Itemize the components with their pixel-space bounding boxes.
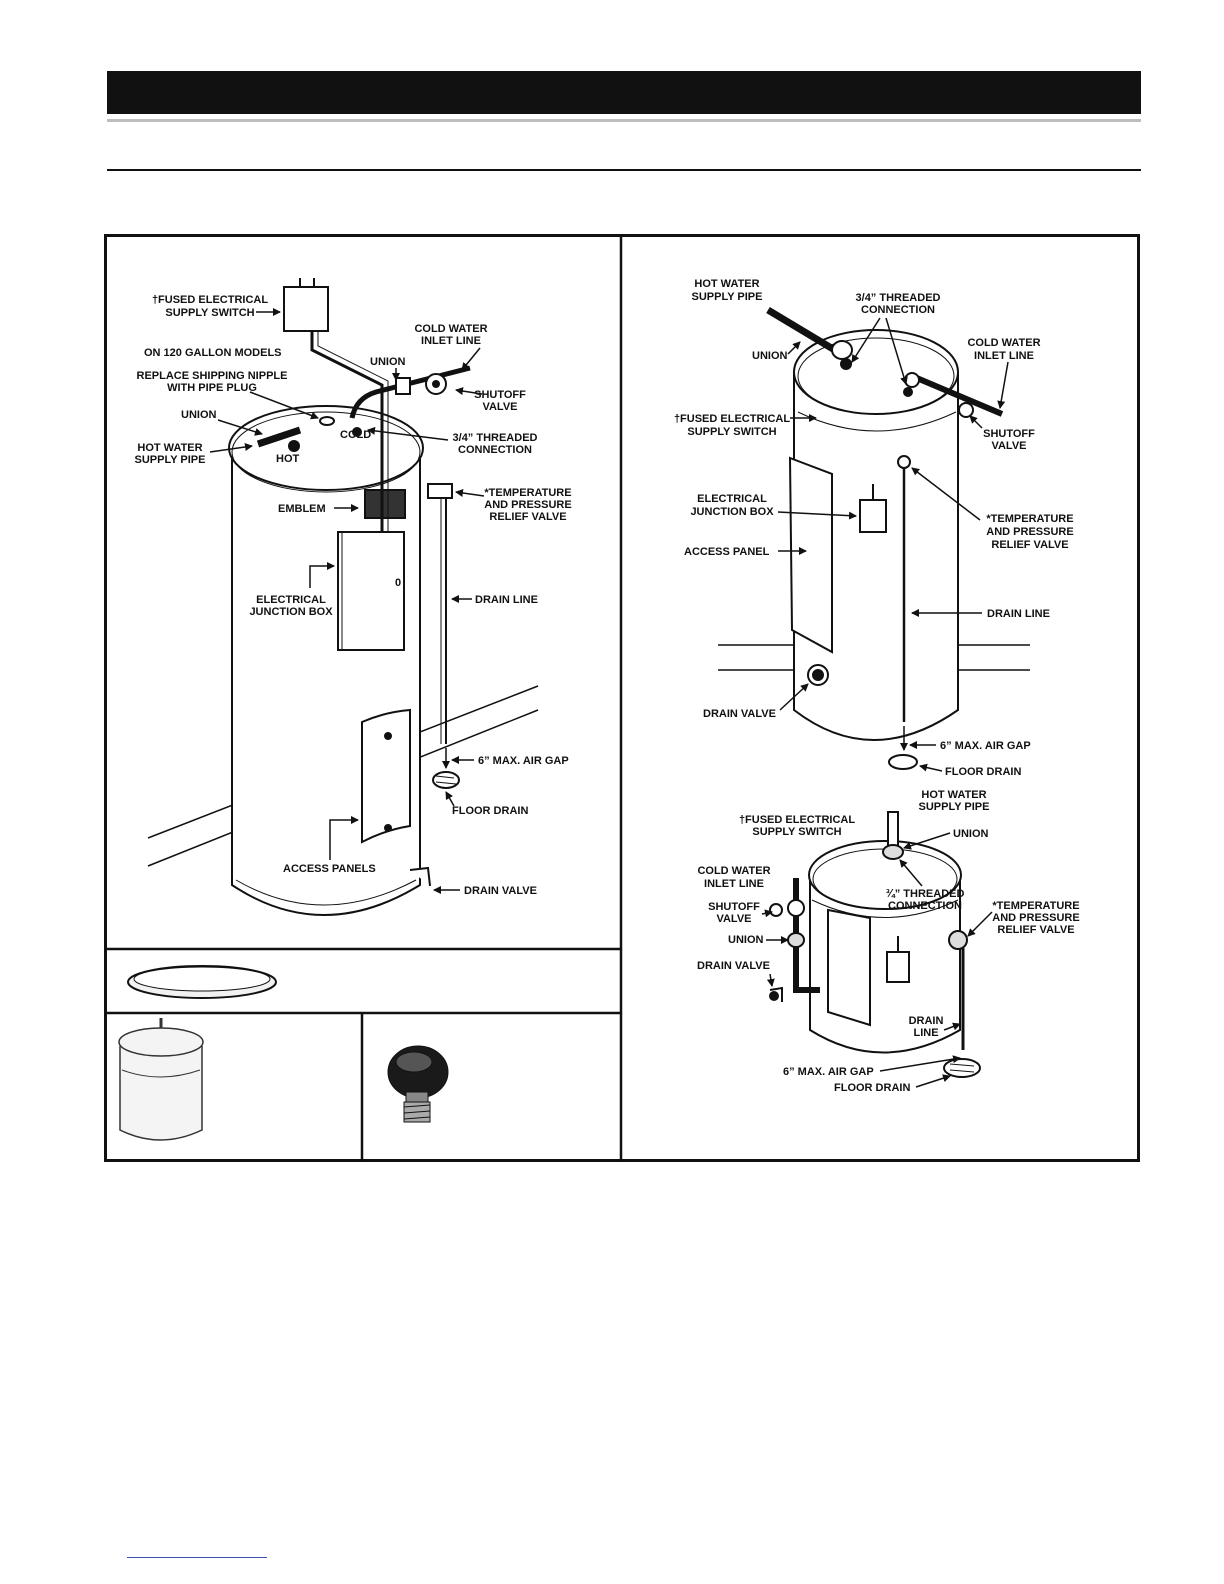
vacuum-relief-valve-illustration [387, 1045, 449, 1123]
footer-link-underline [127, 1557, 267, 1558]
section-divider [107, 169, 1141, 171]
air-gap-label: 6” MAX. AIR GAP [478, 755, 569, 767]
cold-marking: COLD [340, 429, 371, 441]
right-bottom-diagram-leaders [761, 832, 993, 1088]
tall-water-heater-illustration [147, 278, 539, 916]
union-label: UNION [370, 356, 406, 368]
left-diagram-leaders [209, 308, 485, 894]
access-panel-label: ACCESS PANEL [684, 546, 770, 558]
junction-box-mark: 0 [395, 577, 401, 589]
hot-marking: HOT [276, 453, 300, 465]
lowboy-water-heater-illustration [718, 306, 1030, 770]
access-panels-label: ACCESS PANELS [283, 863, 376, 875]
expansion-tank-illustration [118, 1018, 204, 1141]
drain-valve-label: DRAIN VALVE [703, 708, 776, 720]
frame-dividers [106, 236, 623, 1161]
floor-drain-label: FLOOR DRAIN [834, 1082, 910, 1094]
floor-drain-label: FLOOR DRAIN [945, 766, 1021, 778]
floor-drain-label: FLOOR DRAIN [452, 805, 528, 817]
emblem-label: EMBLEM [278, 503, 326, 515]
drain-line-label: DRAIN LINE [475, 594, 538, 606]
union-left-label: UNION [728, 934, 764, 946]
120-gallon-note: ON 120 GALLON MODELS [144, 347, 282, 359]
header-underline [107, 119, 1141, 122]
air-gap-label: 6” MAX. AIR GAP [940, 740, 1031, 752]
drain-valve-label: DRAIN VALVE [697, 960, 770, 972]
section-header-bar [107, 71, 1141, 114]
drain-valve-label: DRAIN VALVE [464, 885, 537, 897]
right-top-diagram-leaders [777, 317, 1009, 772]
union-label: UNION [953, 828, 989, 840]
air-gap-label: 6” MAX. AIR GAP [783, 1066, 874, 1078]
drain-pan-illustration [127, 965, 277, 999]
union-left-label: UNION [181, 409, 217, 421]
union-label: UNION [752, 350, 788, 362]
compact-water-heater-illustration [769, 811, 981, 1078]
drain-line-label: DRAIN LINE [987, 608, 1050, 620]
